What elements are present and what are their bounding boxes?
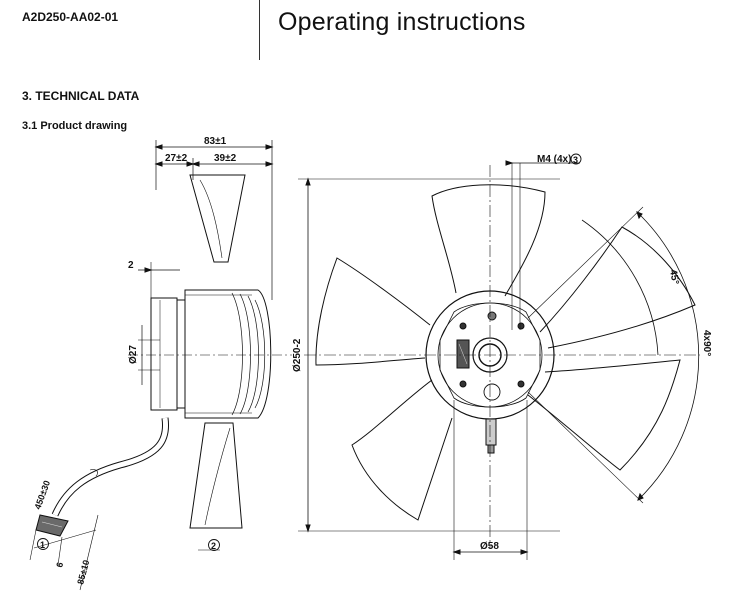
dim-strip-length: 85±10 xyxy=(75,559,91,586)
callout-2-label: 2 xyxy=(211,541,216,551)
document-title: Operating instructions xyxy=(278,8,526,36)
dim-fan-diameter: Ø250-2 xyxy=(292,338,303,372)
dim-hub-diameter: Ø58 xyxy=(480,541,499,552)
dim-wire-end: 6 xyxy=(54,561,65,568)
dim-rear-depth: 39±2 xyxy=(214,153,237,164)
section-title: 3. TECHNICAL DATA xyxy=(22,89,140,103)
dim-front-depth: 27±2 xyxy=(165,153,188,164)
document-code: A2D250-AA02-01 xyxy=(22,10,119,24)
dim-shaft-diameter: Ø27 xyxy=(128,345,139,364)
dim-angle-45: 45° xyxy=(667,269,680,286)
header-divider xyxy=(259,0,260,60)
front-view xyxy=(298,153,700,560)
subsection-title: 3.1 Product drawing xyxy=(22,120,128,132)
dim-angle-4x90: 4x90° xyxy=(701,330,712,356)
dim-cable-length: 450±30 xyxy=(32,479,52,511)
callout-3-label: 3 xyxy=(573,155,578,165)
callout-1-label: 1 xyxy=(40,540,45,550)
dim-thread: M4 (4x) xyxy=(537,154,571,165)
dim-overall-depth: 83±1 xyxy=(204,136,227,147)
dim-offset: 2 xyxy=(128,260,134,271)
side-view xyxy=(29,140,292,591)
